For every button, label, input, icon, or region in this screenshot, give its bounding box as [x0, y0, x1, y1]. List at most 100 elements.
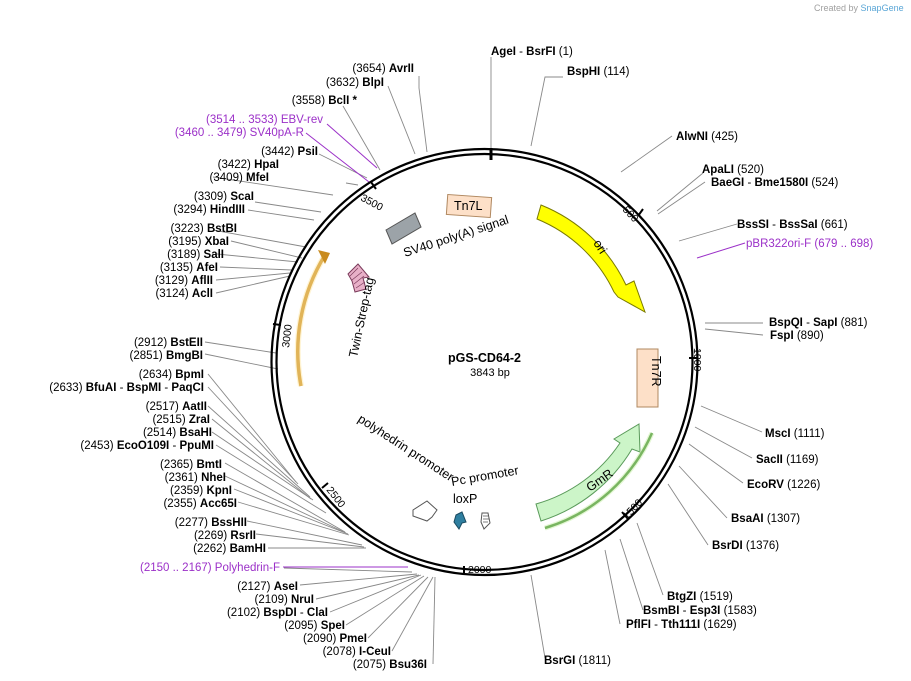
- primer-pBR322ori-F[interactable]: pBR322ori-F: [746, 238, 811, 250]
- site-ClaI[interactable]: ClaI: [307, 607, 328, 619]
- site-BsrFI[interactable]: BsrFI: [526, 46, 555, 58]
- backbone-inner: [275, 152, 694, 572]
- site-ApaLI[interactable]: ApaLI: [702, 164, 734, 176]
- site-PmeI[interactable]: PmeI: [340, 633, 368, 645]
- site-EcoO109I[interactable]: EcoO109I: [117, 440, 169, 452]
- site-BsrGI[interactable]: BsrGI: [544, 655, 575, 667]
- site-Acc65I[interactable]: Acc65I: [200, 498, 237, 510]
- svg-text:(2514) BsaHI: (2514) BsaHI: [143, 427, 212, 439]
- site-KpnI[interactable]: KpnI: [206, 485, 232, 497]
- site-BspMI[interactable]: BspMI: [127, 382, 162, 394]
- tn7l-feature[interactable]: [445, 193, 493, 219]
- svg-text:(2090) PmeI: (2090) PmeI: [303, 633, 367, 645]
- site-EcoRV[interactable]: EcoRV: [747, 479, 784, 491]
- left-orf-arrowhead: [318, 250, 330, 264]
- site-BspHI[interactable]: BspHI: [567, 66, 600, 78]
- site-BsmBI[interactable]: BsmBI: [643, 605, 679, 617]
- tick-marks: [272, 181, 697, 574]
- site-HindIII[interactable]: HindIII: [210, 204, 245, 216]
- site-ScaI[interactable]: ScaI: [230, 191, 254, 203]
- site-ZraI[interactable]: ZraI: [189, 414, 210, 426]
- svg-text:(3442) PsiI: (3442) PsiI: [261, 146, 318, 158]
- twin-strep-tag-feature[interactable]: [347, 263, 370, 293]
- svg-text:(3195) XbaI: (3195) XbaI: [168, 236, 229, 248]
- site-PsiI[interactable]: PsiI: [298, 146, 318, 158]
- site-SpeI[interactable]: SpeI: [321, 620, 345, 632]
- svg-text:(2851) BmgBI: (2851) BmgBI: [129, 350, 203, 362]
- site-AseI[interactable]: AseI: [274, 581, 298, 593]
- site-BspDI[interactable]: BspDI: [263, 607, 296, 619]
- site-AvrII[interactable]: AvrII: [389, 63, 414, 75]
- site-PpuMI[interactable]: PpuMI: [180, 440, 215, 452]
- site-BspQI[interactable]: BspQI: [769, 317, 803, 329]
- ori-label: ori: [590, 237, 609, 256]
- site-BsrDI[interactable]: BsrDI: [712, 540, 743, 552]
- svg-text:(3632) BlpI: (3632) BlpI: [326, 77, 384, 89]
- site-Esp3I[interactable]: Esp3I: [690, 605, 721, 617]
- svg-text:ApaLI (520): ApaLI (520): [702, 164, 764, 176]
- site-BssSaI[interactable]: BssSaI: [779, 219, 817, 231]
- leader-lines: [204, 57, 764, 665]
- gmr-orf-glow: [544, 432, 655, 531]
- primer-EBV-rev[interactable]: EBV-rev: [281, 114, 323, 126]
- left-orf-arc: [296, 254, 327, 387]
- site-NheI[interactable]: NheI: [201, 472, 226, 484]
- site-BclI[interactable]: BclI *: [328, 95, 357, 107]
- site-BssSI[interactable]: BssSI: [737, 219, 769, 231]
- site-BssHII[interactable]: BssHII: [211, 517, 247, 529]
- site-SacII[interactable]: SacII: [756, 454, 783, 466]
- tn7r-feature[interactable]: [636, 348, 659, 408]
- site-FspI[interactable]: FspI: [770, 330, 794, 342]
- twin-strep-hatch: [349, 267, 366, 289]
- site-BmgBI[interactable]: BmgBI: [166, 350, 203, 362]
- primer-Polyhedrin-F[interactable]: Polyhedrin-F: [215, 562, 280, 574]
- svg-text:(3309) ScaI: (3309) ScaI: [194, 191, 254, 203]
- site-AlwNI[interactable]: AlwNI: [676, 131, 708, 143]
- loxp-feature[interactable]: [480, 512, 491, 530]
- site-Bsu36I[interactable]: Bsu36I: [389, 659, 427, 671]
- site-BsaHI[interactable]: BsaHI: [179, 427, 212, 439]
- site-XbaI[interactable]: XbaI: [205, 236, 229, 248]
- site-MfeI[interactable]: MfeI: [246, 172, 269, 184]
- primer-SV40pA-R[interactable]: SV40pA-R: [250, 127, 304, 139]
- svg-text:BsrDI (1376): BsrDI (1376): [712, 540, 779, 552]
- site-BsaAI[interactable]: BsaAI: [731, 513, 764, 525]
- site-AatII[interactable]: AatII: [182, 401, 207, 413]
- sv40-polya-feature[interactable]: [385, 212, 422, 245]
- site-Bme1580I[interactable]: Bme1580I: [755, 177, 809, 189]
- site-RsrII[interactable]: RsrII: [230, 530, 256, 542]
- site-BfuAI[interactable]: BfuAI: [86, 382, 117, 394]
- site-SalI[interactable]: SalI: [204, 249, 224, 261]
- site-Tth111I[interactable]: Tth111I: [661, 619, 700, 631]
- svg-text:(2269) RsrII: (2269) RsrII: [194, 530, 256, 542]
- site-BpmI[interactable]: BpmI: [175, 369, 204, 381]
- svg-text:(2277) BssHII: (2277) BssHII: [175, 517, 247, 529]
- primer-leaders: [283, 123, 746, 568]
- site-NruI[interactable]: NruI: [291, 594, 314, 606]
- site-BstEII[interactable]: BstEII: [170, 337, 203, 349]
- svg-text:SacII (1169): SacII (1169): [756, 454, 819, 466]
- site-BamHI[interactable]: BamHI: [230, 543, 266, 555]
- site-HpaI[interactable]: HpaI: [254, 159, 279, 171]
- site-AclI[interactable]: AclI: [192, 288, 213, 300]
- site-PaqCI[interactable]: PaqCI: [171, 382, 204, 394]
- site-BlpI[interactable]: BlpI: [362, 77, 384, 89]
- svg-text:MscI (1111): MscI (1111): [765, 428, 825, 440]
- site-I-CeuI[interactable]: I-CeuI: [359, 646, 391, 658]
- svg-text:(2075) Bsu36I: (2075) Bsu36I: [353, 659, 427, 671]
- site-MscI[interactable]: MscI: [765, 428, 791, 440]
- site-BstBI[interactable]: BstBI: [207, 223, 237, 235]
- site-AfeI[interactable]: AfeI: [196, 262, 218, 274]
- site-BaeGI[interactable]: BaeGI: [711, 177, 744, 189]
- polyhedrin-promoter-feature[interactable]: [412, 500, 438, 522]
- tick-label-3000: 3000: [280, 324, 295, 349]
- site-AgeI[interactable]: AgeI: [491, 46, 516, 58]
- pc-promoter-feature[interactable]: [453, 511, 467, 530]
- tn7l-label: Tn7L: [454, 199, 483, 213]
- site-PflFI[interactable]: PflFI: [626, 619, 651, 631]
- ori-feature[interactable]: [536, 204, 646, 314]
- site-BtgZI[interactable]: BtgZI: [667, 591, 696, 603]
- site-BmtI[interactable]: BmtI: [196, 459, 222, 471]
- site-AflII[interactable]: AflII: [191, 275, 213, 287]
- site-SapI[interactable]: SapI: [813, 317, 837, 329]
